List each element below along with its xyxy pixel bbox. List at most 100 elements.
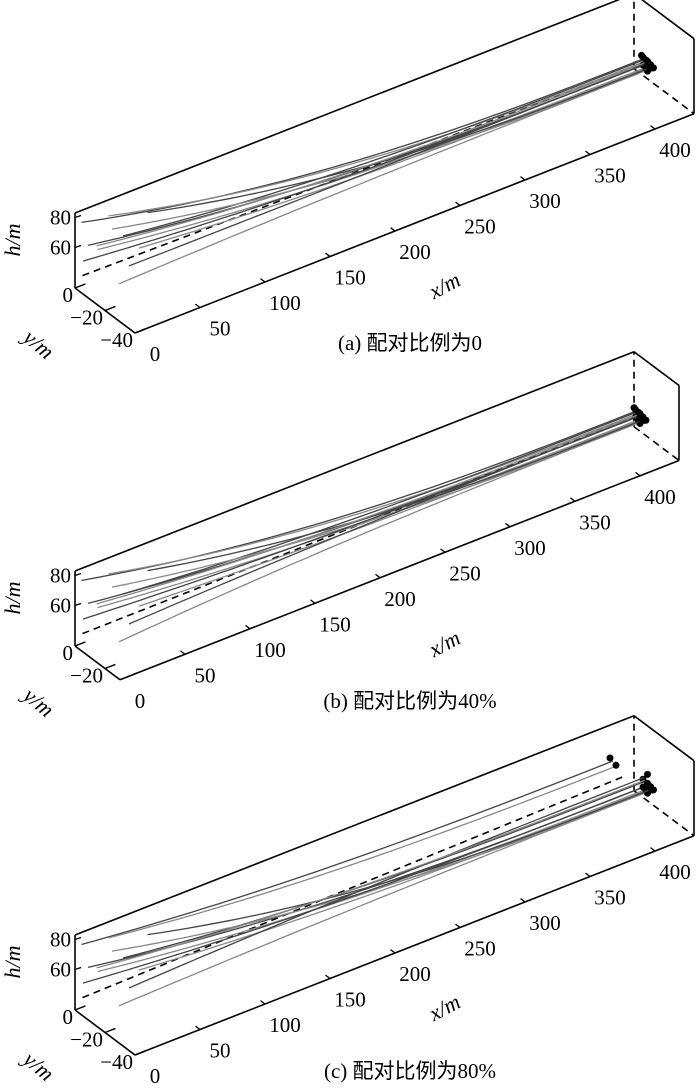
trajectory-endpoint: [636, 414, 644, 422]
trajectory-line: [96, 414, 638, 605]
trajectory-line: [128, 63, 645, 267]
y-tick-label: 0: [63, 1005, 74, 1029]
x-tick: [260, 278, 266, 283]
x-tick: [520, 176, 526, 181]
y-tick: [134, 1050, 146, 1056]
x-tick: [635, 471, 641, 477]
x-tick-label: 400: [659, 860, 691, 884]
x-tick: [455, 923, 461, 929]
y-tick-label: −20: [70, 1028, 103, 1052]
x-tick-label: 0: [150, 1064, 161, 1088]
y-tick: [104, 1027, 116, 1034]
trajectory-line: [118, 68, 650, 285]
x-tick-label: 250: [464, 215, 496, 239]
x-tick: [245, 624, 251, 630]
x-tick: [440, 548, 446, 553]
x-tick-label: 400: [659, 138, 691, 162]
h-axis-label: h/m: [0, 582, 25, 615]
panel-caption: (b) 配对比例为40%: [323, 689, 496, 713]
trajectory-endpoint: [606, 754, 614, 762]
x-tick-label: 200: [399, 962, 431, 986]
x-tick-label: 350: [594, 886, 626, 910]
h-tick-label: 60: [50, 236, 71, 260]
x-tick-label: 150: [334, 266, 366, 290]
trajectory-line: [147, 418, 645, 572]
x-tick: [375, 573, 381, 579]
x-tick-label: 100: [269, 291, 301, 315]
box-top-edge: [74, 714, 635, 936]
x-tick: [130, 1051, 136, 1056]
x-tick-label: 250: [449, 561, 481, 585]
x-tick: [310, 599, 316, 604]
panel-b: 0501001502002503003504000−206080x/my/mh/…: [0, 350, 680, 722]
box-bottom-right-edge: [633, 790, 695, 837]
x-tick-label: 400: [644, 485, 676, 509]
reference-line: [82, 62, 645, 277]
panel-caption: (c) 配对比例为80%: [324, 1059, 496, 1083]
trajectory-line: [147, 66, 653, 214]
x-tick-label: 150: [334, 988, 366, 1012]
trajectory-line: [118, 790, 650, 1007]
x-tick-label: 250: [464, 937, 496, 961]
box-top-right-edge: [633, 351, 680, 387]
h-tick: [74, 966, 82, 971]
x-tick: [505, 522, 511, 528]
box-top-edge: [74, 0, 621, 214]
panel-caption: (a) 配对比例为0: [338, 331, 482, 355]
trajectory-line: [118, 420, 642, 643]
box-top-right-edge: [641, 0, 695, 40]
trajectory-line: [108, 60, 647, 217]
y-tick-label: −20: [70, 306, 103, 330]
x-tick-label: 200: [384, 587, 416, 611]
x-tick: [455, 201, 461, 207]
panel-c: 0501001502002503003504000−20−406080x/my/…: [0, 714, 695, 1088]
y-tick-label: −20: [70, 664, 103, 688]
x-tick-label: 300: [529, 911, 561, 935]
x-tick: [650, 847, 656, 852]
x-tick: [585, 150, 591, 156]
x-tick: [570, 497, 576, 502]
box-bottom-right-edge: [633, 426, 680, 462]
trajectory-endpoint: [644, 770, 651, 778]
h-tick-label: 80: [50, 206, 71, 230]
trajectory-line: [82, 785, 647, 984]
x-axis-line: [119, 459, 680, 681]
trajectory-line: [96, 779, 645, 969]
trajectory-line: [122, 59, 644, 237]
panel-a: 0501001502002503003504000−20−406080x/my/…: [0, 0, 695, 366]
y-tick: [74, 1005, 86, 1011]
trajectory-endpoint: [612, 761, 620, 769]
trajectory-line: [81, 760, 614, 946]
h-tick: [74, 244, 82, 249]
x-axis-line: [134, 834, 695, 1056]
x-tick-label: 0: [150, 342, 161, 366]
y-axis-label: y/m: [17, 1045, 59, 1086]
x-tick: [195, 303, 201, 309]
box-top-right-edge: [633, 715, 695, 762]
reference-line: [82, 775, 626, 999]
x-tick: [520, 898, 526, 903]
x-tick-label: 50: [195, 663, 216, 687]
x-tick-label: 50: [210, 1039, 231, 1063]
y-tick: [104, 663, 116, 670]
y-tick-label: −40: [100, 1050, 133, 1074]
h-tick-label: 60: [50, 594, 71, 618]
h-tick: [74, 602, 82, 607]
y-tick: [74, 641, 86, 647]
y-tick-label: 0: [63, 283, 74, 307]
y-tick-label: 0: [63, 641, 74, 665]
trajectory-line: [81, 410, 638, 582]
h-tick: [74, 572, 82, 577]
trajectory-endpoint: [644, 62, 651, 70]
y-tick: [134, 328, 146, 334]
x-tick-label: 100: [269, 1013, 301, 1037]
trajectory-endpoint: [648, 786, 656, 794]
trajectory-line: [128, 776, 645, 989]
x-tick-label: 200: [399, 240, 431, 264]
x-tick-label: 100: [254, 638, 286, 662]
trajectory-line: [108, 412, 639, 575]
y-tick-label: −40: [100, 328, 133, 352]
h-axis-label: h/m: [0, 946, 25, 979]
x-tick: [390, 949, 396, 954]
